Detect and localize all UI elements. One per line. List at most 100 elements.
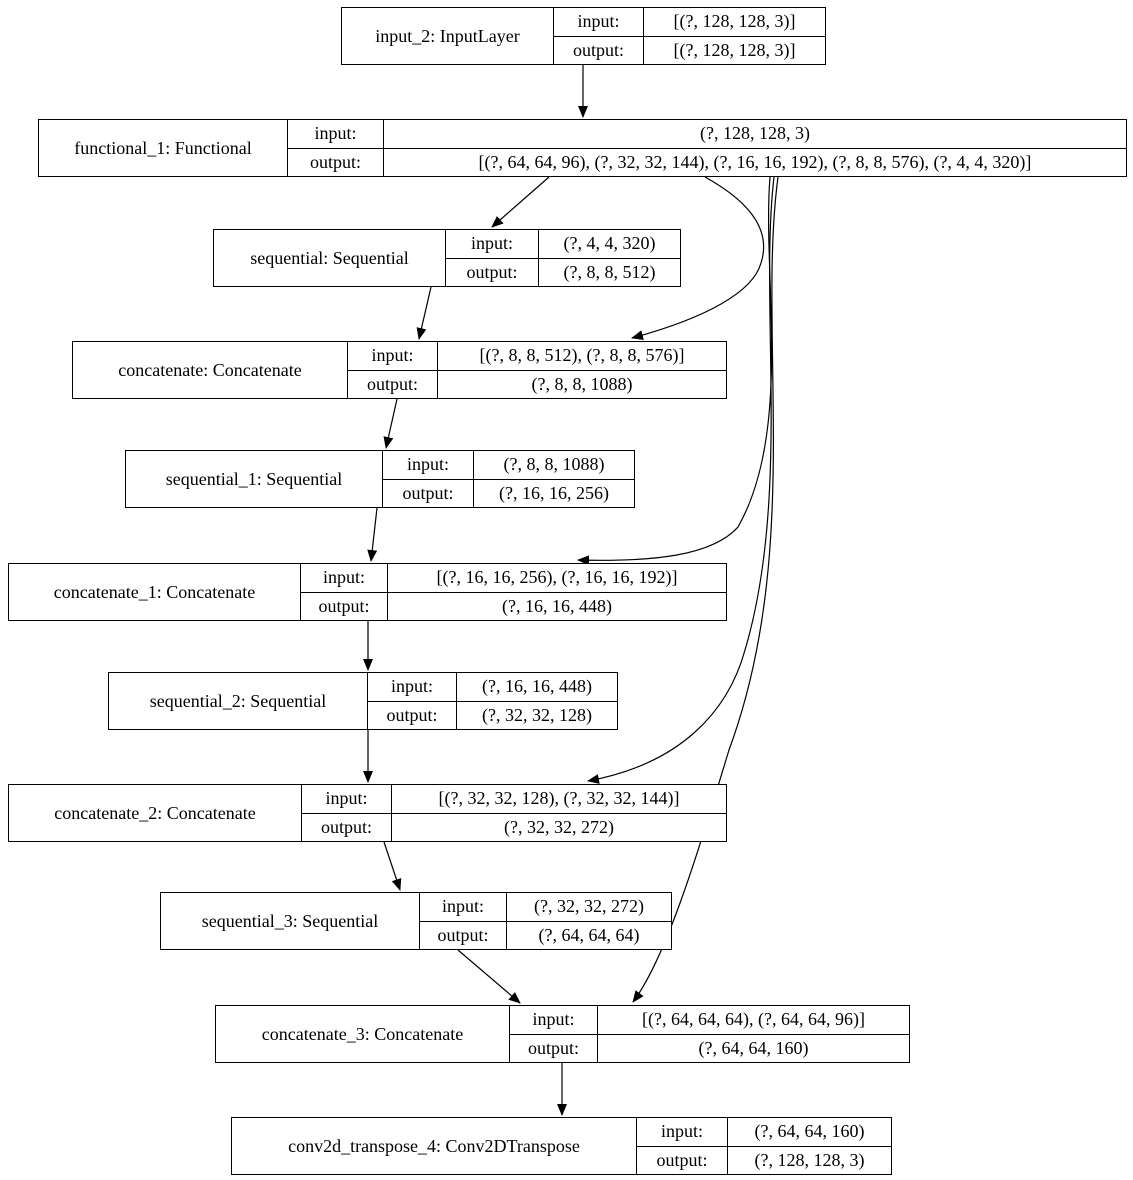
node-sequential: sequential: Sequential input: (?, 4, 4, … [213, 229, 681, 287]
input-row: input: [(?, 128, 128, 3)] [554, 8, 825, 36]
input-row: input: [(?, 32, 32, 128), (?, 32, 32, 14… [302, 785, 726, 813]
input-shape: (?, 64, 64, 160) [754, 1121, 865, 1142]
output-row: output: (?, 64, 64, 160) [510, 1033, 909, 1062]
edge-functional-1-sequential [491, 176, 550, 228]
output-key: output: [348, 370, 438, 398]
node-concatenate-3: concatenate_3: Concatenate input: [(?, 6… [215, 1005, 910, 1063]
output-shape: (?, 64, 64, 64) [538, 924, 640, 945]
io-table: input: (?, 8, 8, 1088) output: (?, 16, 1… [383, 451, 634, 507]
input-shape: [(?, 128, 128, 3)] [673, 11, 796, 32]
input-shape: [(?, 32, 32, 128), (?, 32, 32, 144)] [438, 788, 680, 809]
edge-skip-functional-1-concatenate-2 [587, 176, 775, 784]
input-key: input: [510, 1006, 598, 1034]
output-row: output: [(?, 64, 64, 96), (?, 32, 32, 14… [288, 147, 1126, 176]
input-shape: [(?, 8, 8, 512), (?, 8, 8, 576)] [479, 345, 685, 366]
input-key: input: [302, 785, 392, 813]
input-shape: (?, 8, 8, 1088) [503, 454, 605, 475]
input-row: input: [(?, 16, 16, 256), (?, 16, 16, 19… [301, 564, 726, 592]
layer-label: functional_1: Functional [39, 120, 288, 176]
output-shape: (?, 8, 8, 512) [563, 261, 656, 282]
input-shape: [(?, 64, 64, 64), (?, 64, 64, 96)] [642, 1009, 865, 1030]
output-shape: (?, 128, 128, 3) [754, 1149, 865, 1170]
output-key: output: [554, 36, 644, 64]
input-key: input: [554, 8, 644, 36]
node-concatenate-1: concatenate_1: Concatenate input: [(?, 1… [8, 563, 727, 621]
output-shape: (?, 16, 16, 448) [502, 595, 612, 616]
input-shape: (?, 16, 16, 448) [482, 676, 592, 697]
edge-skip-functional-1-concatenate [631, 176, 765, 340]
output-shape: (?, 16, 16, 256) [499, 482, 609, 503]
edge-sequential-concatenate [416, 286, 432, 340]
node-concatenate-2: concatenate_2: Concatenate input: [(?, 3… [8, 784, 727, 842]
output-row: output: (?, 32, 32, 272) [302, 812, 726, 841]
io-table: input: [(?, 16, 16, 256), (?, 16, 16, 19… [301, 564, 726, 620]
input-shape: (?, 4, 4, 320) [563, 233, 656, 254]
input-shape: [(?, 16, 16, 256), (?, 16, 16, 192)] [436, 567, 678, 588]
input-row: input: (?, 8, 8, 1088) [383, 451, 634, 479]
output-row: output: (?, 64, 64, 64) [420, 920, 671, 949]
output-key: output: [637, 1146, 728, 1174]
input-key: input: [301, 564, 388, 592]
edge-sequential-1-concatenate-1 [367, 507, 378, 562]
io-table: input: [(?, 64, 64, 64), (?, 64, 64, 96)… [510, 1006, 909, 1062]
node-conv2d-transpose-4: conv2d_transpose_4: Conv2DTranspose inpu… [231, 1117, 892, 1175]
output-row: output: (?, 8, 8, 512) [446, 257, 680, 286]
output-key: output: [368, 701, 457, 729]
output-shape: (?, 8, 8, 1088) [531, 373, 633, 394]
output-key: output: [510, 1034, 598, 1062]
node-concatenate: concatenate: Concatenate input: [(?, 8, … [72, 341, 727, 399]
input-key: input: [348, 342, 438, 370]
output-key: output: [420, 921, 507, 949]
output-row: output: (?, 8, 8, 1088) [348, 369, 726, 398]
edge-skip-functional-1-concatenate-3 [632, 176, 779, 1003]
layer-label: concatenate_2: Concatenate [9, 785, 302, 841]
input-key: input: [288, 120, 384, 148]
layer-label: concatenate: Concatenate [73, 342, 348, 398]
layer-label: concatenate_1: Concatenate [9, 564, 301, 620]
layer-label: sequential_1: Sequential [126, 451, 383, 507]
io-table: input: [(?, 128, 128, 3)] output: [(?, 1… [554, 8, 825, 64]
layer-label: conv2d_transpose_4: Conv2DTranspose [232, 1118, 637, 1174]
io-table: input: (?, 16, 16, 448) output: (?, 32, … [368, 673, 617, 729]
node-input-2: input_2: InputLayer input: [(?, 128, 128… [341, 7, 826, 65]
input-row: input: (?, 64, 64, 160) [637, 1118, 891, 1146]
node-sequential-1: sequential_1: Sequential input: (?, 8, 8… [125, 450, 635, 508]
output-shape: (?, 64, 64, 160) [698, 1037, 809, 1058]
layer-label: sequential: Sequential [214, 230, 446, 286]
input-key: input: [446, 230, 539, 258]
input-shape: (?, 32, 32, 272) [534, 896, 644, 917]
input-row: input: (?, 16, 16, 448) [368, 673, 617, 701]
output-shape: [(?, 128, 128, 3)] [673, 39, 796, 60]
node-sequential-3: sequential_3: Sequential input: (?, 32, … [160, 892, 672, 950]
input-key: input: [420, 893, 507, 921]
io-table: input: [(?, 32, 32, 128), (?, 32, 32, 14… [302, 785, 726, 841]
output-row: output: [(?, 128, 128, 3)] [554, 35, 825, 64]
input-row: input: [(?, 8, 8, 512), (?, 8, 8, 576)] [348, 342, 726, 370]
output-shape: (?, 32, 32, 128) [482, 704, 592, 725]
layer-label: input_2: InputLayer [342, 8, 554, 64]
input-key: input: [383, 451, 474, 479]
output-key: output: [383, 479, 474, 507]
node-functional-1: functional_1: Functional input: (?, 128,… [38, 119, 1127, 177]
io-table: input: (?, 4, 4, 320) output: (?, 8, 8, … [446, 230, 680, 286]
output-row: output: (?, 16, 16, 448) [301, 591, 726, 620]
input-key: input: [637, 1118, 728, 1146]
io-table: input: (?, 32, 32, 272) output: (?, 64, … [420, 893, 671, 949]
input-row: input: (?, 32, 32, 272) [420, 893, 671, 921]
input-row: input: (?, 4, 4, 320) [446, 230, 680, 258]
output-shape: [(?, 64, 64, 96), (?, 32, 32, 144), (?, … [478, 151, 1032, 172]
layer-label: concatenate_3: Concatenate [216, 1006, 510, 1062]
io-table: input: (?, 128, 128, 3) output: [(?, 64,… [288, 120, 1126, 176]
layer-label: sequential_2: Sequential [109, 673, 368, 729]
input-key: input: [368, 673, 457, 701]
edge-concatenate-2-sequential-3 [383, 841, 402, 891]
io-table: input: (?, 64, 64, 160) output: (?, 128,… [637, 1118, 891, 1174]
node-sequential-2: sequential_2: Sequential input: (?, 16, … [108, 672, 618, 730]
input-row: input: [(?, 64, 64, 64), (?, 64, 64, 96)… [510, 1006, 909, 1034]
output-key: output: [446, 258, 539, 286]
input-shape: (?, 128, 128, 3) [700, 123, 810, 144]
output-key: output: [302, 813, 392, 841]
edge-concatenate-sequential-1 [383, 398, 398, 449]
